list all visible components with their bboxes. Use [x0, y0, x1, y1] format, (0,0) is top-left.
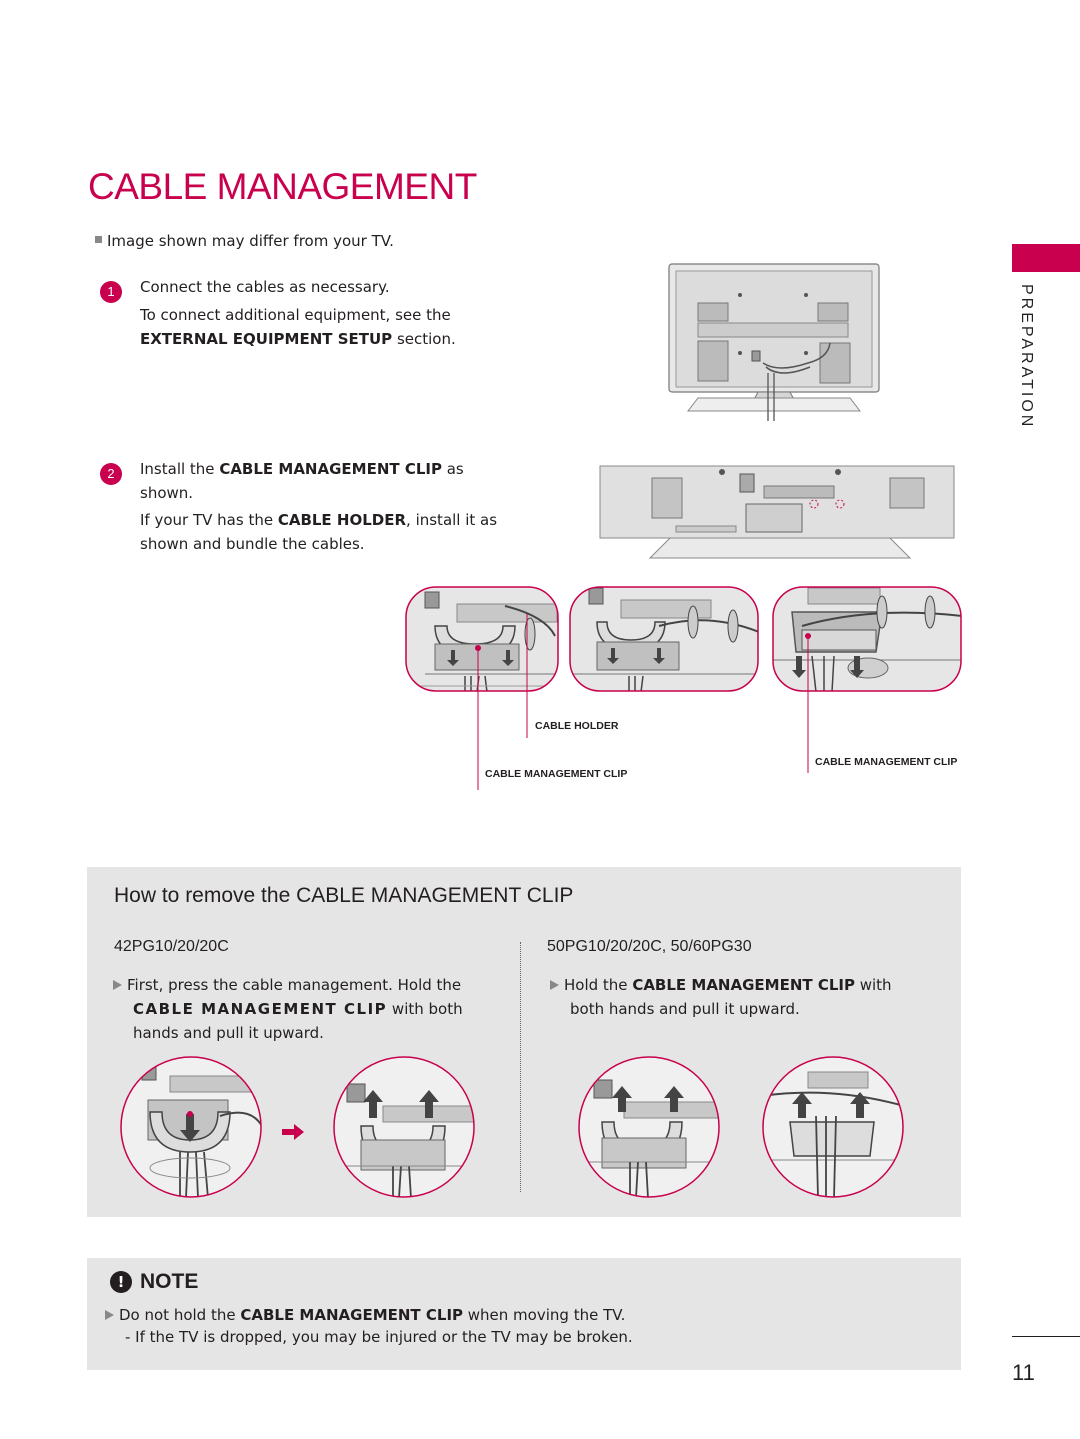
note-heading: ! NOTE [110, 1270, 198, 1294]
step-2-line3-bold: CABLE HOLDER [277, 511, 407, 529]
remove-left-line2: CABLE MANAGEMENT CLIP with both [133, 997, 463, 1021]
step-1-line3-rest: section. [392, 330, 456, 348]
step-2-line3: If your TV has the CABLE HOLDER, install… [140, 508, 497, 532]
step-2-line1-pre: Install the [140, 460, 220, 478]
note-label: NOTE [140, 1270, 199, 1293]
detail-panel-2 [569, 586, 759, 692]
clip-callout-left: CABLE MANAGEMENT CLIP [485, 768, 628, 780]
exclamation-icon: ! [110, 1271, 132, 1293]
step-2-line1-post: as [441, 460, 464, 478]
triangle-bullet-icon [550, 980, 559, 990]
model-heading-right: 50PG10/20/20C, 50/60PG30 [547, 938, 752, 955]
step-2-line1: Install the CABLE MANAGEMENT CLIP as [140, 457, 464, 481]
removal-illustration-2 [333, 1056, 475, 1198]
remove-right-line2: both hands and pull it upward. [570, 1000, 800, 1018]
step-2-line3-pre: If your TV has the [140, 511, 278, 529]
remove-right-line1-bold: CABLE MANAGEMENT CLIP [632, 976, 855, 994]
step-1-line3: EXTERNAL EQUIPMENT SETUP section. [140, 327, 456, 351]
remove-right-line1-pre: Hold the [564, 976, 633, 994]
external-equipment-setup-ref: EXTERNAL EQUIPMENT SETUP [140, 330, 393, 348]
page-title: CABLE MANAGEMENT [88, 166, 477, 207]
cable-holder-callout: CABLE HOLDER [535, 720, 619, 732]
remove-left-line1: First, press the cable management. Hold … [113, 973, 461, 997]
step-2-line2: shown. [140, 484, 194, 502]
remove-left-line3: hands and pull it upward. [133, 1024, 324, 1042]
remove-right-line1-post: with [854, 976, 892, 994]
tv-stand-closeup [599, 465, 955, 559]
removal-illustration-4 [762, 1056, 904, 1198]
note-line1-bold: CABLE MANAGEMENT CLIP [240, 1306, 464, 1324]
square-bullet-icon [95, 236, 102, 243]
step-2-line1-bold: CABLE MANAGEMENT CLIP [219, 460, 442, 478]
section-tab-marker [1012, 244, 1080, 272]
remove-left-line1-text: First, press the cable management. Hold … [127, 976, 462, 994]
triangle-bullet-icon [105, 1310, 114, 1320]
note-line1-pre: Do not hold the [119, 1306, 241, 1324]
page-number: 11 [1012, 1360, 1035, 1385]
remove-clip-title: How to remove the CABLE MANAGEMENT CLIP [114, 884, 574, 907]
detail-panel-3 [772, 586, 962, 692]
intro-note: Image shown may differ from your TV. [95, 229, 394, 253]
step-2-badge: 2 [100, 463, 122, 485]
remove-right-line1: Hold the CABLE MANAGEMENT CLIP with [550, 973, 892, 997]
step-2-line4: shown and bundle the cables. [140, 535, 365, 553]
removal-illustration-1 [120, 1056, 262, 1198]
step-1-badge: 1 [100, 281, 122, 303]
triangle-bullet-icon [113, 980, 122, 990]
detail-panel-1 [405, 586, 559, 692]
intro-note-text: Image shown may differ from your TV. [107, 232, 394, 250]
note-line1: Do not hold the CABLE MANAGEMENT CLIP wh… [105, 1303, 625, 1327]
arrow-right-icon [282, 1124, 304, 1140]
column-divider [520, 942, 521, 1192]
step-1-line1: Connect the cables as necessary. [140, 278, 390, 296]
step-1-line2: To connect additional equipment, see the [140, 306, 451, 324]
step-2-line3-post: , install it as [406, 511, 498, 529]
remove-left-line2-bold: CABLE MANAGEMENT CLIP [133, 1000, 388, 1018]
model-heading-left: 42PG10/20/20C [114, 938, 229, 955]
note-panel [87, 1258, 961, 1370]
tv-back-illustration [668, 263, 880, 421]
clip-callout-right: CABLE MANAGEMENT CLIP [815, 756, 958, 768]
page-number-rule [1012, 1336, 1080, 1337]
remove-left-line2-rest: with both [387, 1000, 463, 1018]
note-line2: - If the TV is dropped, you may be injur… [125, 1328, 633, 1346]
note-line1-post: when moving the TV. [463, 1306, 626, 1324]
removal-illustration-3 [578, 1056, 720, 1198]
